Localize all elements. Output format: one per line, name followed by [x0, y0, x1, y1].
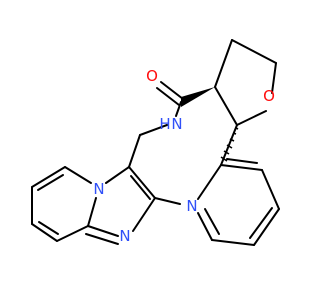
bond-ipy-c5-c6	[31, 166, 66, 188]
bond-im-n1-c8a-inner	[85, 233, 119, 245]
atom-label-ring-oxygen: O	[263, 87, 275, 105]
bond-pyr-c3-c4-inner	[226, 158, 258, 164]
bond-pyr-n-c3	[197, 164, 222, 200]
bonds	[31, 39, 280, 246]
bond-pyr-c1-n-inner	[204, 208, 220, 235]
bond-ipy-c7-c8	[31, 223, 58, 242]
bond-ch2-c3	[128, 134, 141, 168]
bond-im-c2-n1	[132, 197, 156, 232]
bond-pyr-c4-c5	[261, 169, 280, 210]
bond-ipy-c8-c8a	[56, 225, 89, 242]
bond-c2-c3	[214, 86, 238, 126]
atom-label-bridgehead-nitrogen: N	[93, 180, 104, 198]
atom-label-pyridine-nitrogen: N	[186, 197, 197, 215]
bond-pyr-c1-n	[197, 212, 213, 241]
bond-hashed-wedge-c2-pyridine	[220, 127, 239, 162]
bond-im-n1-c8a	[87, 225, 119, 237]
atom-label-carbonyl-oxygen: O	[146, 67, 158, 85]
bond-im-c3-c2	[128, 166, 156, 199]
bond-c4-c5	[231, 39, 277, 64]
molecule-structure-diagram: O O N H N N N	[31, 39, 280, 246]
bond-pyr-c3-c4	[220, 164, 263, 171]
atom-label-amide-nitrogen: N	[171, 115, 182, 133]
bond-pyr-c5-c6	[253, 208, 280, 246]
bond-n-ch2	[139, 124, 168, 136]
bond-wedge-c3-carbonyl	[181, 87, 215, 107]
bond-ipy-c5-c6-inner	[37, 174, 64, 191]
bond-ipy-c7-c8-inner	[38, 221, 59, 235]
bond-carbonyl-c-n	[175, 101, 182, 117]
bond-c5-ring-o	[271, 62, 277, 94]
bond-pyr-c5-c6-inner	[249, 207, 273, 239]
bond-im-c3-c2-inner	[130, 175, 151, 200]
atom-label-amide-hydrogen: H	[159, 115, 170, 133]
bond-carbonyl-c-o-a	[160, 81, 184, 100]
atom-label-imidazole-nitrogen: N	[119, 227, 130, 245]
bond-c3-c4	[214, 39, 233, 88]
bond-ring-o-c2	[236, 110, 267, 126]
bond-im-c3-bridge-n	[105, 166, 130, 184]
bond-im-c2-methyl	[154, 197, 181, 205]
bond-ipy-n-c5	[64, 166, 92, 184]
atom-labels: O O N H N N N	[93, 67, 275, 245]
bond-carbonyl-c-o-b	[156, 87, 180, 106]
bond-pyr-c6-c1	[211, 239, 255, 246]
bond-im-c8a-bridge-n	[87, 197, 97, 227]
